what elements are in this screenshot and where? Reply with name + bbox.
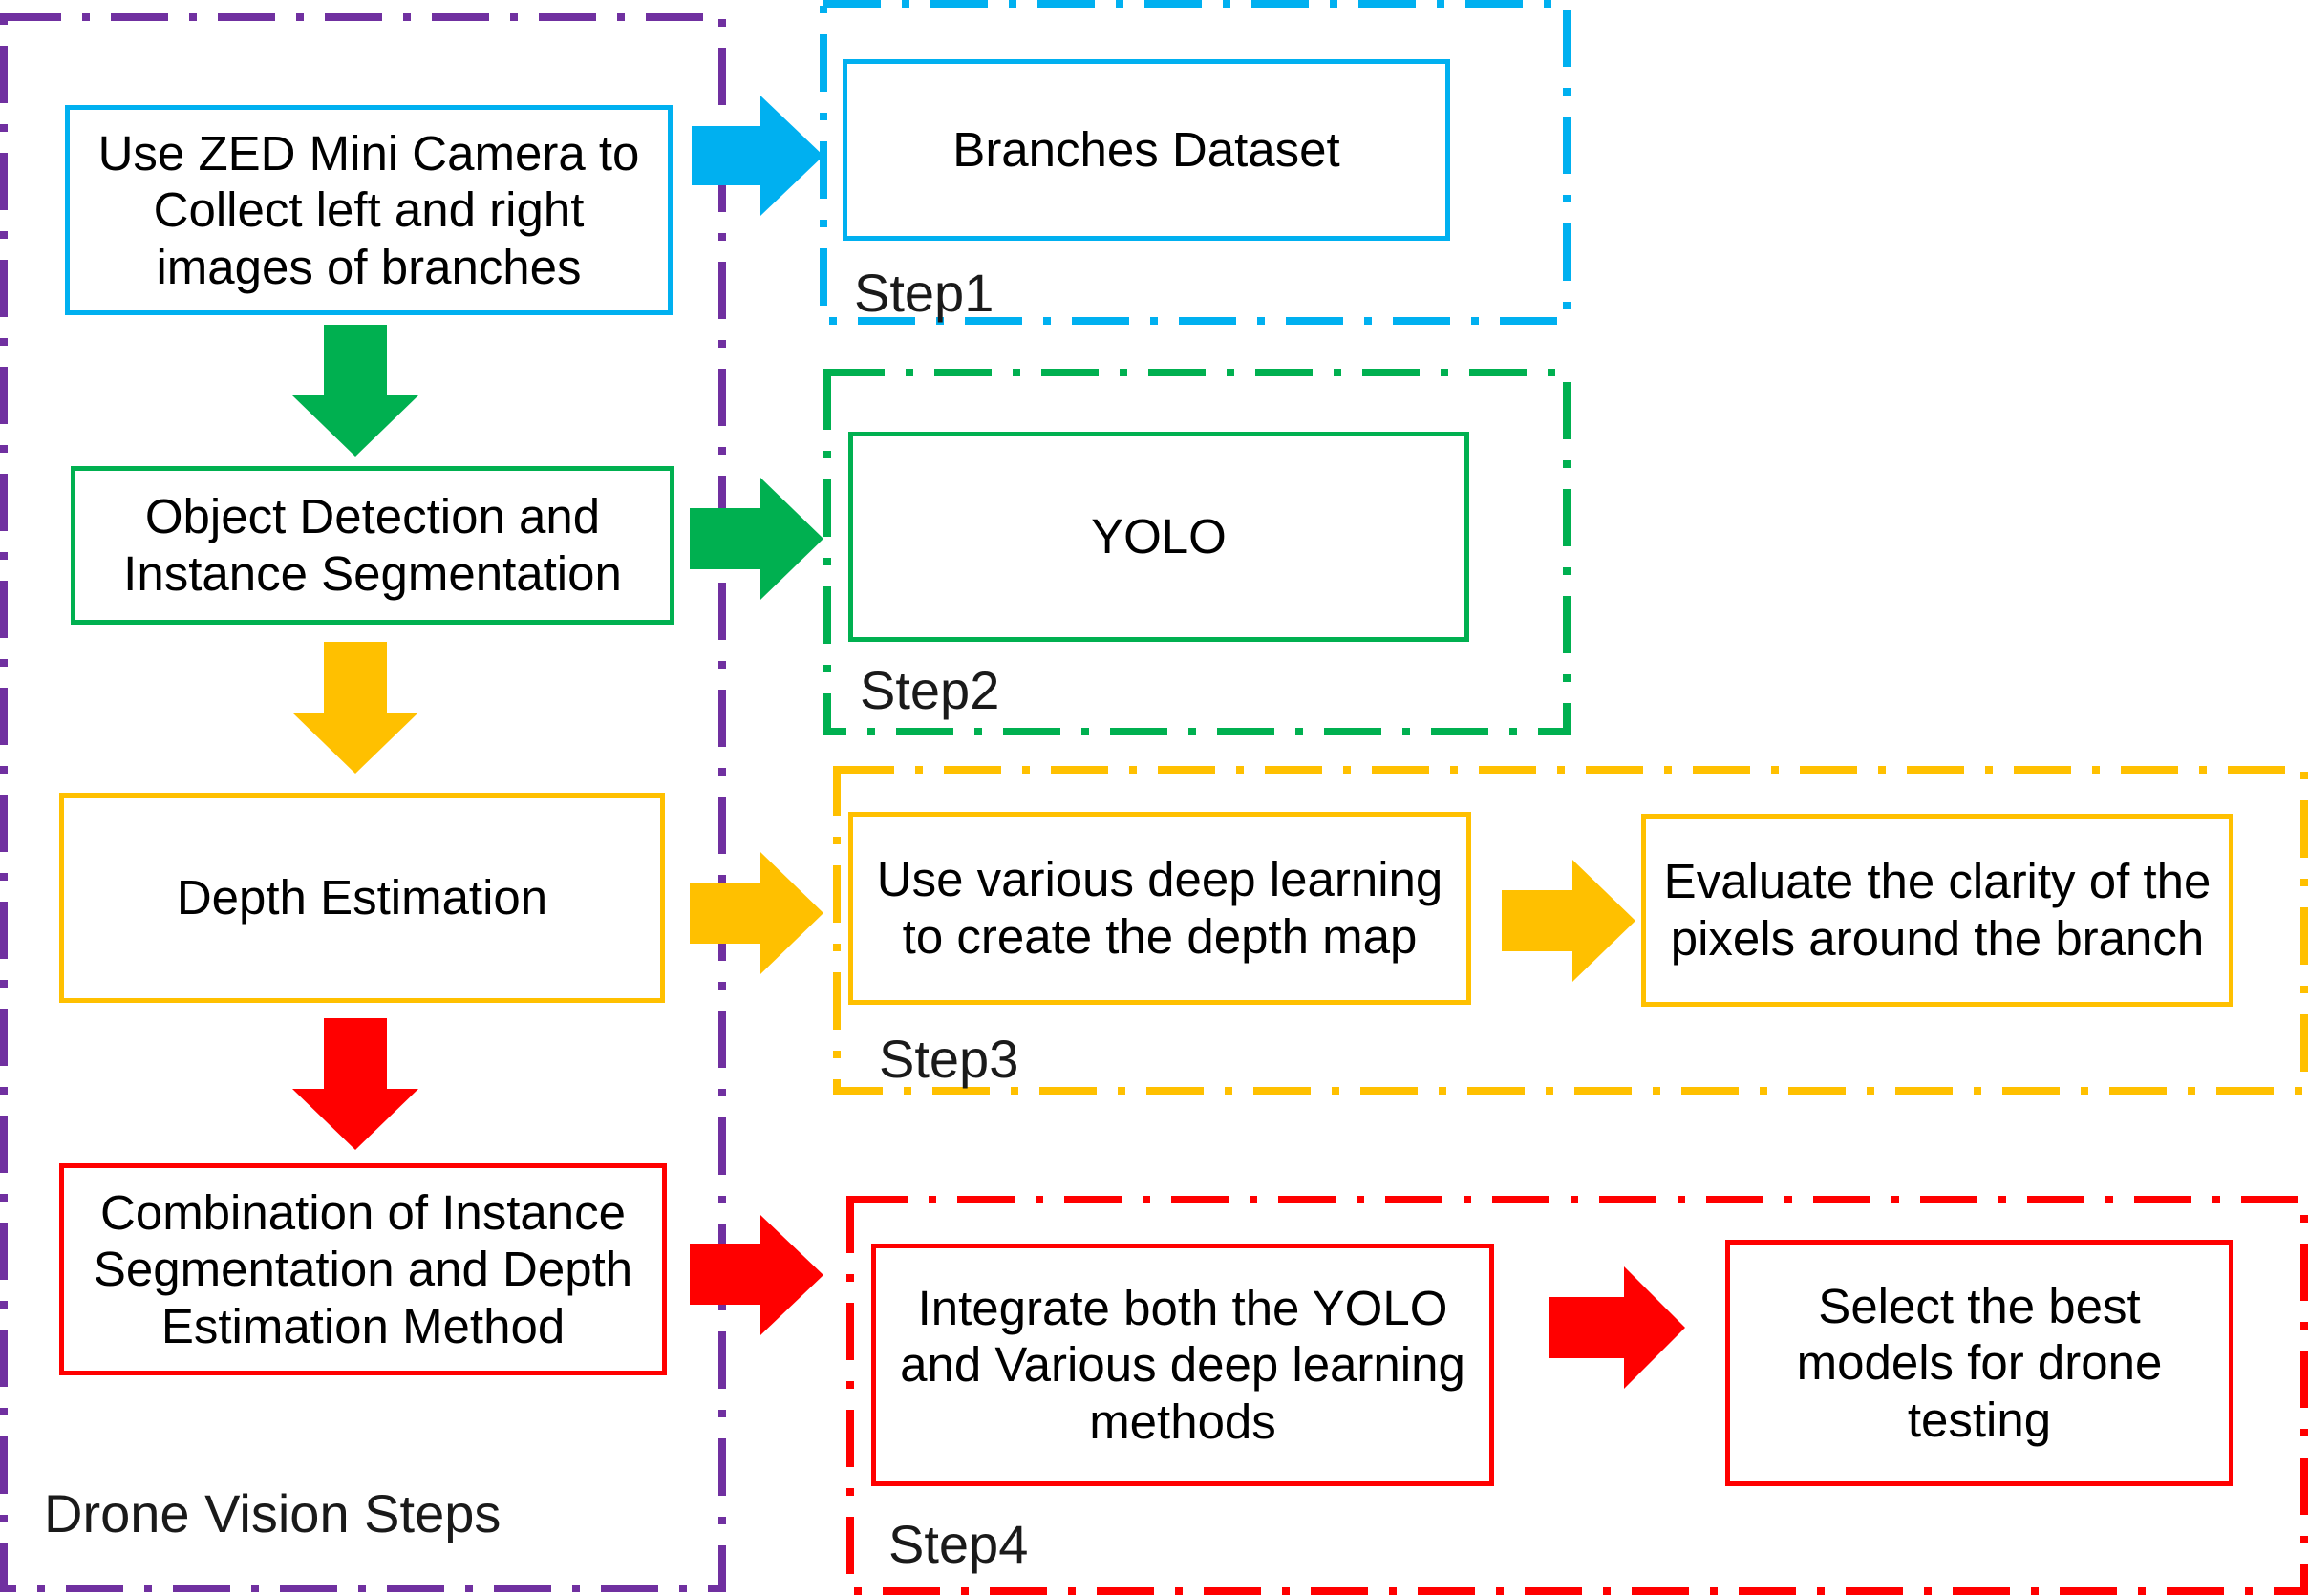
- object-detection-box: Object Detection and Instance Segmentati…: [71, 466, 674, 625]
- down-arrow-red: [292, 1018, 418, 1150]
- step2-label: Step2: [860, 660, 1000, 720]
- branches-dataset-box: Branches Dataset: [843, 59, 1450, 241]
- combination-box: Combination of Instance Segmentation and…: [59, 1163, 667, 1375]
- step3-label: Step3: [879, 1029, 1019, 1089]
- right-arrow-green: [690, 478, 823, 600]
- integrate-methods-box: Integrate both the YOLO and Various deep…: [871, 1244, 1494, 1486]
- select-models-box: Select the best models for drone testing: [1725, 1240, 2233, 1486]
- right-arrow-yellow-inner: [1502, 860, 1635, 982]
- yolo-box: YOLO: [848, 432, 1469, 642]
- down-arrow-yellow: [292, 642, 418, 774]
- right-arrow-red: [690, 1215, 823, 1335]
- depth-map-box: Use various deep learning to create the …: [848, 812, 1471, 1005]
- right-arrow-yellow: [690, 852, 823, 974]
- step1-label: Step1: [854, 263, 994, 323]
- drone-vision-steps-label: Drone Vision Steps: [44, 1483, 502, 1543]
- right-arrow-blue: [692, 96, 823, 216]
- depth-estimation-box: Depth Estimation: [59, 793, 665, 1003]
- collect-images-box: Use ZED Mini Camera to Collect left and …: [65, 105, 673, 315]
- right-arrow-red-inner: [1549, 1266, 1685, 1389]
- step4-label: Step4: [888, 1514, 1029, 1574]
- evaluate-clarity-box: Evaluate the clarity of the pixels aroun…: [1641, 814, 2233, 1007]
- down-arrow-green: [292, 325, 418, 457]
